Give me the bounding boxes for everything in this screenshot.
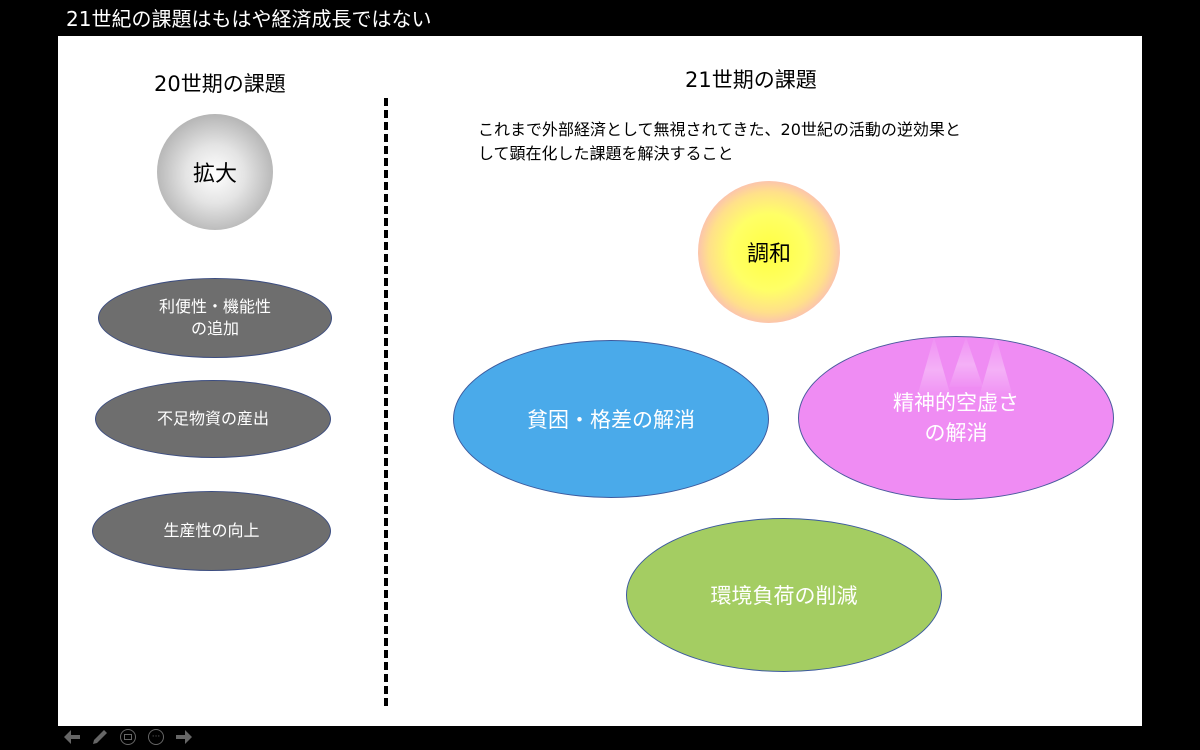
presentation-toolbar: ··· [62, 726, 194, 748]
pencil-icon[interactable] [90, 727, 110, 747]
left-item-convenience: 利便性・機能性 の追加 [98, 278, 332, 358]
left-item-production: 不足物資の産出 [95, 380, 331, 458]
left-item-productivity-label: 生産性の向上 [163, 521, 260, 540]
left-item-productivity: 生産性の向上 [92, 491, 331, 571]
expansion-label: 拡大 [192, 162, 237, 187]
spirit-ellipse: 精神的空虚さ の解消 [798, 336, 1114, 500]
right-description-line2: して顕在化した課題を解決すること [478, 144, 734, 163]
right-description-line1: これまで外部経済として無視されてきた、20世紀の活動の逆効果と [478, 120, 961, 139]
poverty-ellipse: 貧困・格差の解消 [453, 340, 769, 498]
arrow-right-icon[interactable] [174, 727, 194, 747]
right-heading: 21世期の課題 [685, 68, 817, 92]
harmony-label: 調和 [746, 242, 791, 267]
dashed-divider [384, 98, 388, 706]
slide-view-icon[interactable] [118, 727, 138, 747]
left-heading: 20世期の課題 [154, 72, 286, 96]
environment-label: 環境負荷の削減 [710, 584, 858, 608]
environment-ellipse: 環境負荷の削減 [626, 518, 942, 672]
right-description: これまで外部経済として無視されてきた、20世紀の活動の逆効果と して顕在化した課… [478, 118, 1088, 166]
harmony-sphere: 調和 [698, 181, 840, 323]
expansion-sphere: 拡大 [157, 114, 273, 230]
more-icon[interactable]: ··· [146, 727, 166, 747]
left-item-production-label: 不足物資の産出 [156, 409, 269, 428]
left-item-convenience-line1: 利便性・機能性 [158, 297, 271, 316]
spirit-label-line1: 精神的空虚さ [893, 391, 1019, 415]
slide-title: 21世紀の課題はもはや経済成長ではない [66, 7, 432, 31]
spirit-label-line2: の解消 [924, 421, 988, 445]
slide-canvas: 20世期の課題 21世期の課題 拡大 利便性・機能性 の追加 不足物資の産出 生… [58, 36, 1142, 726]
left-item-convenience-line2: の追加 [190, 319, 239, 338]
poverty-label: 貧困・格差の解消 [527, 408, 695, 432]
sparkle-decoration [949, 337, 983, 387]
arrow-left-icon[interactable] [62, 727, 82, 747]
